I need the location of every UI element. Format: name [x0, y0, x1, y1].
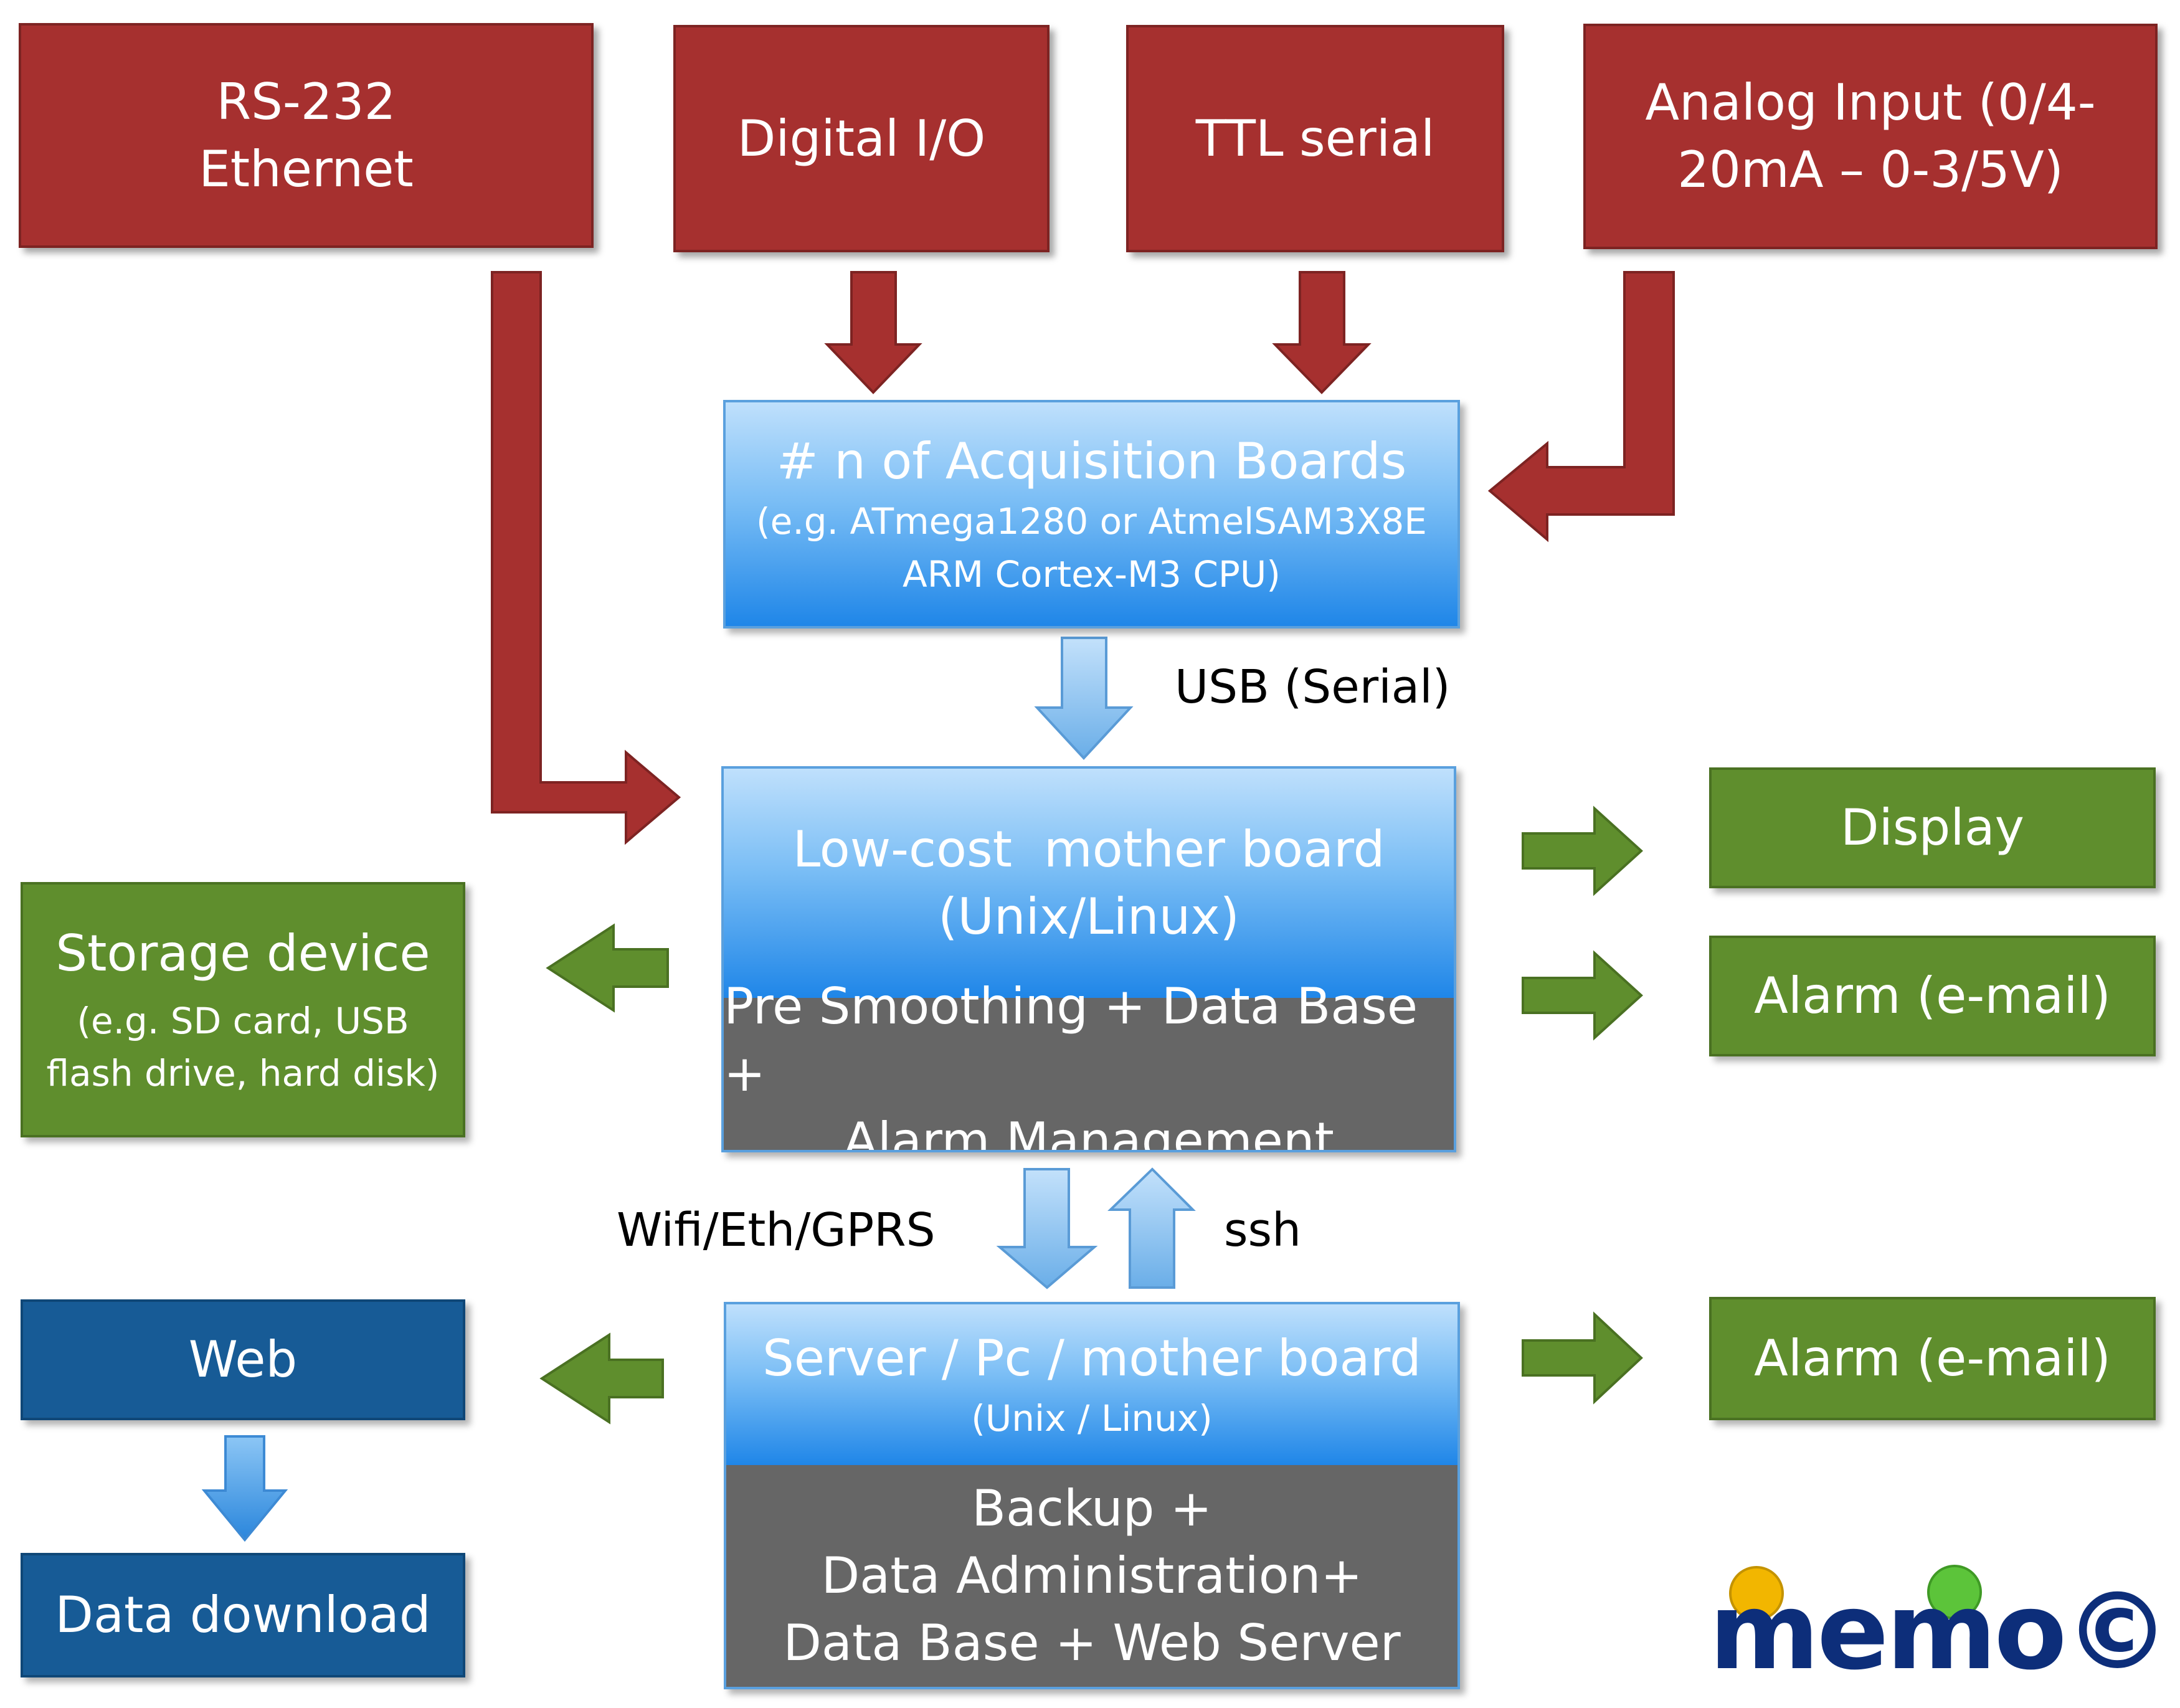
to-alarm2-arrow [1522, 1311, 1643, 1405]
motherboard-title-line2: (Unix/Linux) [938, 888, 1239, 946]
logo-dot-yellow [1729, 1566, 1784, 1621]
analog-input-box: Analog Input (0/4- 20mA – 0-3/5V) [1583, 24, 2158, 249]
usb-arrow [1034, 637, 1134, 760]
server-header: Server / Pc / mother board (Unix / Linux… [726, 1304, 1457, 1465]
web-label: Web [188, 1331, 298, 1388]
motherboard-title-line1: Low-cost mother board [792, 820, 1385, 878]
acquisition-title: # n of Acquisition Boards [776, 432, 1407, 491]
storage-detail-line2: flash drive, hard disk) [46, 1052, 440, 1094]
web-to-download-arrow [201, 1435, 288, 1542]
memo-logo: memo© [1707, 1557, 2170, 1694]
analog-input-line1: Analog Input (0/4- [1645, 74, 2096, 131]
logo-dot-green [1927, 1565, 1982, 1620]
motherboard-box: Low-cost mother board (Unix/Linux) Pre S… [721, 766, 1456, 1152]
server-functions-line2: Data Administration+ [821, 1547, 1363, 1605]
web-box: Web [21, 1299, 465, 1420]
wifi-eth-gprs-label: Wifi/Eth/GPRS [617, 1203, 936, 1257]
ttl-serial-label: TTL serial [1195, 109, 1435, 168]
storage-detail-line1: (e.g. SD card, USB [77, 999, 409, 1042]
alarm-email-label-2: Alarm (e-mail) [1754, 1329, 2111, 1387]
ttl-serial-box: TTL serial [1126, 25, 1504, 252]
rs232-to-motherboard-arrow [491, 271, 681, 845]
motherboard-header: Low-cost mother board (Unix/Linux) [724, 769, 1454, 998]
analog-input-line2: 20mA – 0-3/5V) [1677, 141, 2064, 199]
to-storage-arrow [546, 923, 669, 1013]
alarm-email-box-1: Alarm (e-mail) [1709, 936, 2156, 1056]
analog-to-acquisition-arrow [1487, 271, 1675, 543]
motherboard-functions-line1: Pre Smoothing + Data Base + [724, 977, 1418, 1103]
logo-text: memo© [1709, 1570, 2168, 1682]
storage-device-box: Storage device (e.g. SD card, USB flash … [21, 882, 465, 1137]
server-box: Server / Pc / mother board (Unix / Linux… [724, 1302, 1460, 1689]
server-functions-line3: Data Base + Web Server [783, 1614, 1401, 1672]
server-functions-line1: Backup + [972, 1479, 1212, 1537]
display-box: Display [1709, 767, 2156, 888]
usb-serial-label: USB (Serial) [1175, 660, 1451, 714]
wifi-down-arrow [996, 1168, 1098, 1289]
digital-io-label: Digital I/O [737, 109, 986, 168]
ethernet-label: Ethernet [199, 140, 414, 198]
alarm-email-label-1: Alarm (e-mail) [1754, 967, 2111, 1025]
ssh-label: ssh [1224, 1203, 1302, 1257]
to-alarm1-arrow [1522, 950, 1643, 1041]
digital-io-box: Digital I/O [673, 25, 1050, 252]
ssh-up-arrow [1107, 1167, 1196, 1289]
motherboard-functions: Pre Smoothing + Data Base + Alarm Manage… [724, 977, 1454, 1152]
memo-logo-graphic: memo© [1709, 1565, 2170, 1694]
rs232-ethernet-box: RS-232 Ethernet [19, 23, 594, 248]
acquisition-detail-line1: (e.g. ATmega1280 or AtmelSAM3X8E [756, 500, 1427, 543]
acquisition-detail-line2: ARM Cortex-M3 CPU) [903, 553, 1281, 595]
data-download-box: Data download [21, 1553, 465, 1677]
display-label: Display [1841, 799, 2024, 856]
rs232-label: RS-232 [216, 72, 396, 131]
ttl-to-acquisition-arrow [1272, 271, 1372, 394]
server-subtitle: (Unix / Linux) [971, 1397, 1213, 1440]
acquisition-boards-box: # n of Acquisition Boards (e.g. ATmega12… [723, 400, 1460, 629]
server-title: Server / Pc / mother board [762, 1329, 1421, 1387]
data-download-label: Data download [55, 1586, 431, 1644]
to-web-arrow [539, 1332, 664, 1425]
to-display-arrow [1522, 805, 1643, 896]
server-functions: Backup + Data Administration+ Data Base … [726, 1465, 1457, 1687]
motherboard-functions-line2: Alarm Management [843, 1112, 1334, 1152]
digital-to-acquisition-arrow [824, 271, 922, 394]
storage-title: Storage device [55, 924, 430, 982]
alarm-email-box-2: Alarm (e-mail) [1709, 1297, 2156, 1420]
